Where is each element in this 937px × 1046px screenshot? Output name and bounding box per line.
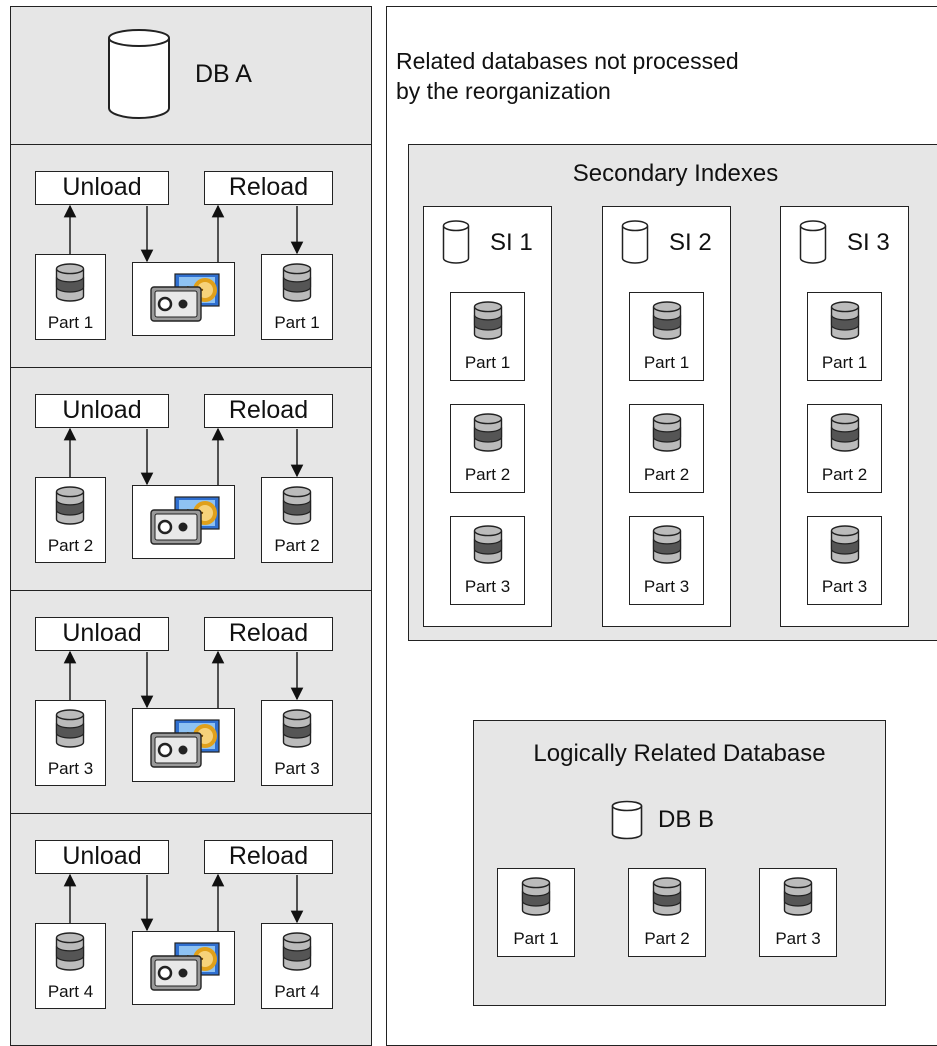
partition-db-icon xyxy=(282,932,312,976)
secondary-index-label: SI 2 xyxy=(669,229,712,256)
tape-cartridge-icon xyxy=(149,496,221,551)
index-partition-label: Part 1 xyxy=(821,353,868,372)
logical-db-title: Logically Related Database xyxy=(533,740,826,767)
secondary-index-cylinder-icon xyxy=(442,220,470,269)
partition-db-icon xyxy=(282,709,312,753)
reload-button[interactable]: Reload xyxy=(204,840,333,874)
target-partition-label: Part 1 xyxy=(274,313,320,332)
secondary-index-cylinder-icon xyxy=(621,220,649,269)
target-partition-box: Part 2 xyxy=(261,477,333,563)
reload-button[interactable]: Reload xyxy=(204,171,333,205)
index-partition-label: Part 1 xyxy=(643,353,690,372)
logical-partition-label: Part 1 xyxy=(513,929,559,948)
tape-dataset-box xyxy=(132,262,235,336)
tape-dataset-box xyxy=(132,931,235,1005)
partition-db-icon xyxy=(830,525,860,569)
source-partition-box: Part 2 xyxy=(35,477,106,563)
index-partition-box: Part 3 xyxy=(807,516,882,605)
target-partition-box: Part 4 xyxy=(261,923,333,1009)
source-partition-label: Part 3 xyxy=(47,759,94,778)
index-partition-box: Part 1 xyxy=(450,292,525,381)
partition-db-icon xyxy=(55,709,85,753)
index-partition-box: Part 2 xyxy=(807,404,882,493)
index-partition-label: Part 3 xyxy=(643,577,690,596)
index-partition-box: Part 1 xyxy=(807,292,882,381)
logical-db-box xyxy=(473,720,886,1006)
tape-dataset-box xyxy=(132,485,235,559)
related-heading: Related databases not processed by the r… xyxy=(396,46,739,106)
logical-partition-box: Part 1 xyxy=(497,868,575,957)
index-partition-label: Part 2 xyxy=(821,465,868,484)
partition-db-icon xyxy=(55,263,85,307)
source-partition-box: Part 3 xyxy=(35,700,106,786)
index-partition-label: Part 3 xyxy=(821,577,868,596)
reload-button[interactable]: Reload xyxy=(204,394,333,428)
unload-button[interactable]: Unload xyxy=(35,394,169,428)
partition-db-icon xyxy=(473,301,503,345)
index-partition-label: Part 2 xyxy=(643,465,690,484)
reload-button[interactable]: Reload xyxy=(204,617,333,651)
index-partition-box: Part 1 xyxy=(629,292,704,381)
tape-cartridge-icon xyxy=(149,273,221,328)
section-divider xyxy=(11,367,371,368)
target-partition-label: Part 3 xyxy=(274,759,320,778)
related-heading-line2: by the reorganization xyxy=(396,78,611,104)
partition-db-icon xyxy=(830,301,860,345)
related-heading-line1: Related databases not processed xyxy=(396,48,739,74)
db-a-cylinder-icon xyxy=(108,29,170,119)
unload-button[interactable]: Unload xyxy=(35,171,169,205)
partition-db-icon xyxy=(652,301,682,345)
db-a-label: DB A xyxy=(195,60,252,88)
partition-db-icon xyxy=(282,486,312,530)
unload-button[interactable]: Unload xyxy=(35,840,169,874)
index-partition-label: Part 3 xyxy=(464,577,511,596)
index-partition-label: Part 1 xyxy=(464,353,511,372)
index-partition-box: Part 2 xyxy=(450,404,525,493)
tape-cartridge-icon xyxy=(149,719,221,774)
partition-db-icon xyxy=(830,413,860,457)
source-partition-label: Part 1 xyxy=(47,313,94,332)
secondary-index-label: SI 3 xyxy=(847,229,890,256)
target-partition-label: Part 2 xyxy=(274,536,320,555)
unload-button[interactable]: Unload xyxy=(35,617,169,651)
db-b-label: DB B xyxy=(658,806,715,833)
index-partition-box: Part 3 xyxy=(450,516,525,605)
partition-db-icon xyxy=(473,525,503,569)
partition-db-icon xyxy=(282,263,312,307)
section-divider xyxy=(11,813,371,814)
source-partition-label: Part 2 xyxy=(47,536,94,555)
secondary-index-label: SI 1 xyxy=(490,229,533,256)
index-partition-box: Part 3 xyxy=(629,516,704,605)
index-partition-label: Part 2 xyxy=(464,465,511,484)
index-partition-box: Part 2 xyxy=(629,404,704,493)
logical-partition-box: Part 2 xyxy=(628,868,706,957)
partition-db-icon xyxy=(473,413,503,457)
partition-db-icon xyxy=(652,877,682,921)
partition-db-icon xyxy=(55,932,85,976)
source-partition-label: Part 4 xyxy=(47,982,94,1001)
target-partition-box: Part 1 xyxy=(261,254,333,340)
secondary-index-cylinder-icon xyxy=(799,220,827,269)
partition-db-icon xyxy=(652,413,682,457)
target-partition-label: Part 4 xyxy=(274,982,320,1001)
db-b-cylinder-icon xyxy=(611,800,643,840)
partition-db-icon xyxy=(652,525,682,569)
logical-partition-box: Part 3 xyxy=(759,868,837,957)
tape-cartridge-icon xyxy=(149,942,221,997)
logical-partition-label: Part 2 xyxy=(644,929,690,948)
logical-partition-label: Part 3 xyxy=(775,929,821,948)
partition-db-icon xyxy=(55,486,85,530)
partition-db-icon xyxy=(521,877,551,921)
section-divider xyxy=(11,144,371,145)
source-partition-box: Part 4 xyxy=(35,923,106,1009)
section-divider xyxy=(11,590,371,591)
target-partition-box: Part 3 xyxy=(261,700,333,786)
source-partition-box: Part 1 xyxy=(35,254,106,340)
partition-db-icon xyxy=(783,877,813,921)
secondary-indexes-title: Secondary Indexes xyxy=(572,160,779,187)
tape-dataset-box xyxy=(132,708,235,782)
